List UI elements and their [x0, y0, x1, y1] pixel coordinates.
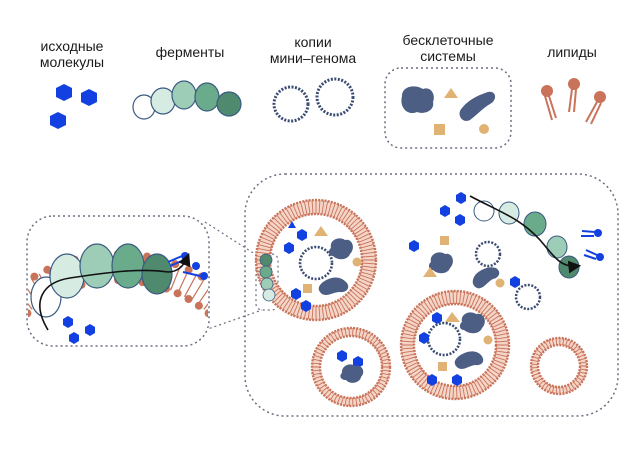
- label-genome-line1: копии: [294, 34, 332, 50]
- triangle-icon: [444, 88, 458, 98]
- lipids-icon-group: [541, 78, 606, 125]
- label-molecules: исходные молекулы: [30, 38, 114, 70]
- hexagon-icon: [284, 242, 294, 254]
- label-molecules-line1: исходные: [40, 38, 104, 54]
- protein-blob-icon: [401, 86, 434, 114]
- square-icon: [434, 124, 445, 135]
- hexagon-icon: [419, 332, 429, 344]
- protein-blob-icon: [459, 91, 496, 121]
- arrow-icon: [469, 195, 582, 274]
- plasmid-icon: [298, 245, 334, 281]
- enzyme-icon: [216, 91, 242, 117]
- hexagon-icon: [455, 214, 465, 226]
- hexagon-icon: [432, 312, 442, 324]
- hexagon-icon: [353, 356, 363, 368]
- label-lipids: липиды: [547, 44, 597, 60]
- hexagon-icon: [63, 316, 73, 328]
- hexagon-icon: [456, 192, 466, 204]
- protein-blob-icon: [472, 267, 500, 289]
- protein-blob-icon: [328, 238, 353, 260]
- plasmid-icon: [474, 240, 502, 268]
- plasmid-icon: [315, 77, 355, 117]
- zoom-inset: [26, 215, 210, 347]
- label-genome-line2: мини–генома: [269, 50, 357, 66]
- label-genome: копии мини–генома: [258, 34, 368, 66]
- hexagon-icon: [427, 374, 437, 386]
- hexagon-icon: [85, 324, 95, 336]
- arrow-icon: [39, 253, 191, 331]
- vesicle-2-contents: [419, 312, 493, 386]
- hexagon-icon: [69, 332, 79, 344]
- hexagon-icon: [409, 240, 419, 252]
- hexagon-icon: [510, 276, 520, 288]
- hexagon-icon: [440, 205, 450, 217]
- compartment-box: [244, 173, 619, 417]
- vesicle-small-2: [529, 336, 589, 396]
- hexagon-icon: [50, 112, 66, 129]
- hexagon-icon: [81, 89, 97, 106]
- protein-blob-icon: [459, 312, 485, 334]
- protein-blob-icon: [454, 351, 484, 369]
- hexagon-icon: [337, 350, 347, 362]
- free-contents: [409, 192, 604, 311]
- vesicle-small-1: [310, 326, 392, 408]
- label-enzymes: ферменты: [155, 44, 225, 60]
- vesicle-1-contents: [259, 221, 362, 312]
- enzyme-icon: [194, 82, 220, 112]
- dot-icon: [479, 124, 489, 134]
- hexagon-icon: [452, 374, 462, 386]
- genome-icon-group: [272, 77, 355, 123]
- protein-blob-icon: [318, 277, 349, 295]
- plasmid-icon: [514, 283, 542, 311]
- enzyme-icon: [171, 80, 197, 110]
- enzyme-icon: [150, 87, 176, 115]
- protein-blob-icon: [340, 364, 364, 383]
- label-cellfree: бесклеточные системы: [386, 32, 510, 64]
- plasmid-icon: [272, 85, 310, 123]
- enzymes-icon-group: [132, 80, 242, 120]
- molecules-icon-group: [50, 84, 97, 129]
- label-cellfree-line2: системы: [420, 48, 476, 64]
- protein-blob-icon: [428, 252, 453, 274]
- hexagon-icon: [56, 84, 72, 101]
- label-cellfree-line1: бесклеточные: [402, 32, 494, 48]
- label-molecules-line2: молекулы: [39, 54, 105, 70]
- vesicle-3-contents: [337, 350, 364, 383]
- vesicle-large-2: [399, 289, 511, 401]
- plasmid-icon: [426, 321, 462, 357]
- cellfree-box: [384, 67, 512, 149]
- hexagon-icon: [301, 300, 311, 312]
- hexagon-icon: [291, 288, 301, 300]
- vesicle-layer: [254, 198, 589, 408]
- hexagon-icon: [297, 229, 307, 241]
